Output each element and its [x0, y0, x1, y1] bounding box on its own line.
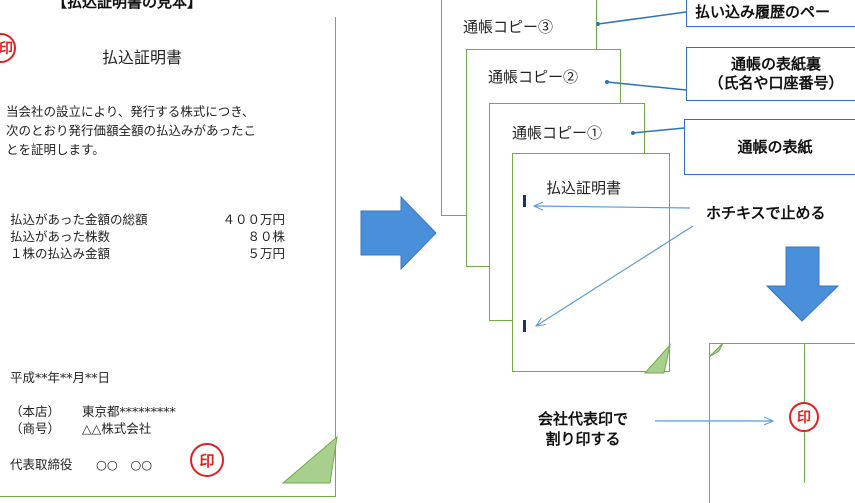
stamp-instruction-line-2: 割り印する	[545, 430, 621, 448]
sample-body-line-1: 当会社の設立により、発行する株式につき、	[6, 104, 255, 119]
amount-value: ５万円	[247, 246, 285, 261]
sample-body: 当会社の設立により、発行する株式につき、 次のとおり発行価額全額の払込みがあった…	[6, 102, 256, 159]
callout-cover-back: 通帳の表紙裏 （氏名や口座番号）	[686, 47, 855, 101]
sample-heading: 【払込証明書の見本】	[52, 0, 203, 11]
center-right-arrow	[360, 195, 437, 271]
stamped-pages-back	[709, 343, 855, 503]
diagram-overlay	[281, 11, 840, 484]
callout-cover-back-line-2: （氏名や口座番号）	[708, 74, 844, 92]
amount-label: １株の払込み金額	[10, 246, 111, 261]
split-seal-stamp: 印	[789, 402, 819, 432]
amount-row-shares: 払込があった株数 ８０株	[10, 228, 285, 245]
staple-label: ホチキスで止める	[704, 202, 828, 223]
staple-top	[523, 195, 526, 207]
stacked-certificate-page	[512, 153, 670, 372]
copy-2-label: 通帳コピー②	[488, 68, 579, 86]
stamp-instruction-line-1: 会社代表印で	[537, 410, 628, 428]
amount-row-total: 払込があった金額の総額 ４００万円	[10, 211, 285, 228]
copy-1-label: 通帳コピー①	[512, 124, 603, 142]
leader-history	[597, 11, 687, 25]
fold-corner-sample	[281, 435, 338, 484]
amount-value: ４００万円	[222, 212, 285, 227]
company-value: △△株式会社	[82, 421, 152, 436]
amount-row-per-share: １株の払込み金額 ５万円	[10, 245, 285, 262]
office-label: （本店）	[10, 404, 61, 419]
company-label: （商号）	[10, 421, 61, 436]
representative-seal-mark: 印	[199, 451, 215, 470]
copy-3-label: 通帳コピー③	[463, 18, 554, 36]
office-value: 東京都*********	[82, 404, 176, 419]
stamp-instruction: 会社代表印で 割り印する	[527, 409, 639, 449]
leader-cover-back	[606, 81, 687, 91]
sample-office: （本店） 東京都********* （商号） △△株式会社	[10, 403, 176, 437]
amount-label: 払込があった株数	[10, 229, 111, 244]
callout-cover: 通帳の表紙	[684, 119, 855, 175]
sample-amounts: 払込があった金額の総額 ４００万円 払込があった株数 ８０株 １株の払込み金額 …	[10, 211, 285, 262]
sample-body-line-2: 次のとおり発行価額全額の払込みがあったこ	[6, 123, 257, 138]
staple-bottom	[523, 320, 526, 332]
representative-seal-stamp: 印	[190, 443, 224, 477]
sample-certificate-page	[0, 17, 336, 497]
sample-date: 平成**年**月**日	[10, 370, 111, 385]
amount-value: ８０株	[247, 229, 285, 244]
callout-cover-text: 通帳の表紙	[737, 137, 813, 156]
down-arrow	[765, 246, 840, 322]
staple-arrow-top	[534, 206, 691, 208]
amount-label: 払込があった金額の総額	[10, 212, 148, 227]
sample-body-line-3: とを証明します。	[6, 142, 105, 157]
left-seal-mark: 印	[0, 41, 13, 57]
rep-name: ○○ ○○	[96, 457, 153, 472]
staple-arrow-bottom	[536, 225, 694, 326]
callout-cover-back-line-1: 通帳の表紙裏	[730, 55, 821, 74]
rep-label: 代表取締役	[10, 457, 73, 472]
callout-history-page: 払い込み履歴のペー	[686, 0, 855, 27]
split-seal-mark: 印	[797, 410, 811, 426]
stacked-certificate-title: 払込証明書	[546, 179, 622, 197]
sample-title: 払込証明書	[102, 48, 183, 67]
fold-corner-stamped-pages	[708, 342, 724, 358]
callout-history-text: 払い込み履歴のペー	[695, 3, 831, 22]
fold-corner-stacked-certificate	[643, 343, 671, 374]
sample-representative: 代表取締役 ○○ ○○	[10, 454, 152, 473]
leader-cover	[632, 127, 685, 134]
